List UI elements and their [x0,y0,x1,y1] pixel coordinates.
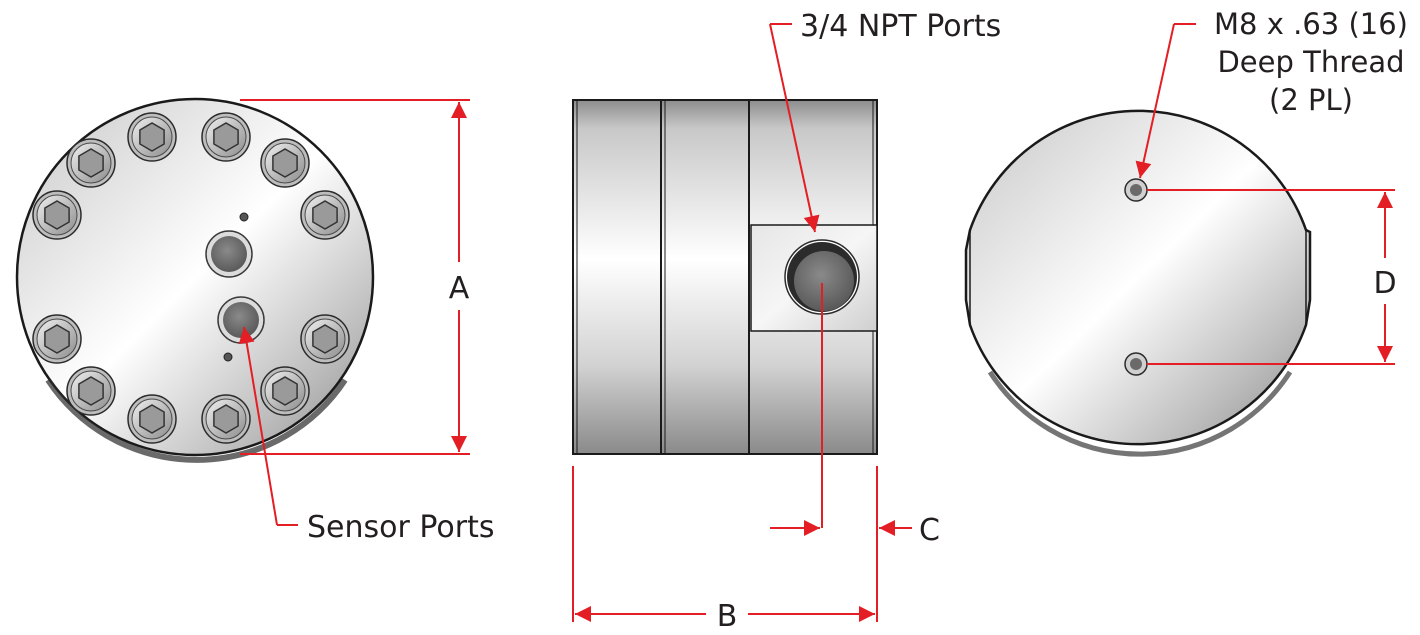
bolt-head [260,366,310,416]
sensor-port [217,296,265,344]
bolt-head [66,138,116,188]
dimension-d: D [1147,189,1397,365]
bolt-heads [32,112,350,444]
thread-callout: M8 x .63 (16) Deep Thread (2 PL) [1135,7,1408,179]
dimension-a-label: A [449,271,470,306]
small-pin-hole [223,352,233,362]
dimension-c: C [770,283,940,548]
bolt-head [127,394,177,444]
end-view-plain [964,109,1312,457]
bolt-head [127,112,177,162]
dimension-b-label: B [717,599,738,634]
small-pin-hole [239,212,249,222]
side-view [572,99,878,455]
sensor-ports-label: Sensor Ports [307,510,494,545]
upper-center-port [205,230,253,278]
bolt-head [300,190,350,240]
thread-size-label: M8 x .63 (16) [1214,7,1408,41]
bolt-head [260,138,310,188]
dimension-b: B [572,466,878,634]
npt-port-pad [750,224,878,332]
threaded-hole-lower [1124,352,1148,376]
bolt-head [300,314,350,364]
end-view-bolted [15,97,375,463]
bolt-head [66,366,116,416]
bolt-head [201,394,251,444]
dimension-c-label: C [919,513,940,548]
npt-ports-callout: 3/4 NPT Ports [769,9,1001,233]
thread-depth-label: Deep Thread [1217,45,1404,79]
bolt-head [32,314,82,364]
thread-count-label: (2 PL) [1269,83,1353,117]
dimension-a: A [240,99,470,455]
bolt-head [32,190,82,240]
npt-ports-label: 3/4 NPT Ports [800,9,1001,44]
dimension-d-label: D [1373,266,1396,301]
threaded-hole-upper [1124,178,1148,202]
bolt-head [201,112,251,162]
sensor-ports-callout: Sensor Ports [238,326,494,545]
